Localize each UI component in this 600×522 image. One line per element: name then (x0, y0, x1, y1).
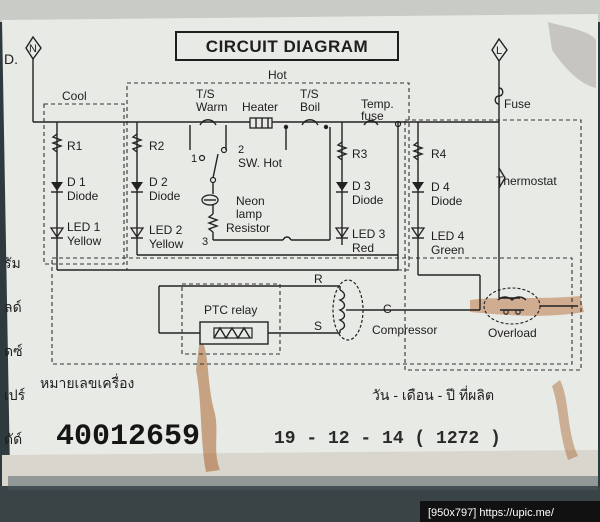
ts-warm-line1: T/S (196, 87, 215, 101)
rust-patch (470, 296, 584, 316)
edge-fragment: ลด์ (4, 299, 22, 315)
compressor-pin-c: C (383, 302, 392, 316)
green-diode-id: D 4 (431, 180, 450, 194)
terminal-n: N (25, 35, 42, 61)
switch-pin-1: 1 (191, 153, 197, 165)
compressor-label: Compressor (372, 323, 437, 337)
compressor-pin-r: R (314, 272, 323, 286)
hot-red-diode-text: Diode (352, 193, 384, 207)
hot-red-led-color: Red (352, 241, 374, 255)
ts-warm-line2: Warm (196, 100, 228, 114)
cool-group-label: Cool (62, 89, 87, 103)
temp-fuse-line2: fuse (361, 109, 384, 123)
wear-mark (548, 22, 596, 88)
hot-red-diode-id: D 3 (352, 179, 371, 193)
watermark: [950x797] https://upic.me/ (428, 507, 555, 519)
green-diode-text: Diode (431, 194, 463, 208)
serial-number: 40012659 (56, 420, 200, 454)
edge-fragment: เปร์ (4, 387, 26, 403)
hot-group-label: Hot (268, 68, 287, 82)
overload-label: Overload (488, 326, 537, 340)
cool-led-color: Yellow (67, 234, 102, 248)
compressor-pin-s: S (314, 319, 322, 333)
hot-yellow-led-color: Yellow (149, 237, 184, 251)
led-symbol (49, 227, 65, 239)
green-led-color: Green (431, 243, 464, 257)
compressor-winding (338, 289, 346, 331)
switch-lever (212, 153, 219, 179)
cool-group-frame (43, 103, 125, 265)
manufacture-date: 19 - 12 - 14 ( 1272 ) (274, 429, 501, 449)
terminal-n-label: N (29, 43, 37, 55)
hot-yellow-diode-text: Diode (149, 189, 181, 203)
cool-resistor-label: R1 (67, 139, 83, 153)
hot-yellow-branch: R2 D 2 Diode LED 2 Yellow (129, 133, 184, 251)
terminal-l-label: L (496, 45, 502, 57)
compressor: R S C Compressor (314, 272, 437, 341)
green-branch: R4 D 4 Diode LED 4 Green (410, 141, 465, 257)
ts-boil-symbol (301, 119, 319, 126)
hot-red-led-id: LED 3 (352, 227, 386, 241)
hot-yellow-resistor-label: R2 (149, 139, 165, 153)
ts-boil-line2: Boil (300, 100, 320, 114)
thermostat-label: Thermostat (496, 174, 557, 188)
compressor-group-frame (51, 257, 573, 365)
cool-diode-id: D 1 (67, 175, 86, 189)
hot-red-branch: R3 D 3 Diode LED 3 Red (334, 141, 386, 255)
temp-fuse-line1: Temp. (361, 97, 394, 111)
edge-fragment: ดซ์ (4, 343, 23, 359)
switch-pin-2: 2 (238, 144, 244, 156)
serial-caption: หมายเลขเครื่อง (40, 374, 134, 391)
overload: Overload (483, 287, 578, 340)
bottom-edge (8, 476, 598, 490)
cool-led-id: LED 1 (67, 220, 101, 234)
green-led-id: LED 4 (431, 229, 465, 243)
green-resistor-label: R4 (431, 147, 447, 161)
neon-line1: Neon (236, 194, 265, 208)
ts-boil-line1: T/S (300, 87, 319, 101)
resistor-symbol (51, 133, 63, 153)
hot-red-resistor-label: R3 (352, 147, 368, 161)
resistor-label: Resistor (226, 221, 270, 235)
cool-diode-text: Diode (67, 189, 99, 203)
watermark-bar (420, 501, 600, 522)
fuse: Fuse (494, 87, 531, 111)
hot-yellow-diode-id: D 2 (149, 175, 168, 189)
heater-label: Heater (242, 100, 278, 114)
date-caption: วัน - เดือน - ปี ที่ผลิต (372, 386, 494, 403)
edge-fragment: D. (4, 51, 18, 67)
hot-yellow-led-id: LED 2 (149, 223, 183, 237)
sticker (2, 14, 598, 472)
diagram-title: CIRCUIT DIAGRAM (206, 37, 368, 56)
edge-fragment: รัม (4, 255, 21, 271)
neon-line2: lamp (236, 207, 262, 221)
temp-fuse: Temp. fuse (361, 97, 402, 128)
diode-symbol (51, 182, 63, 191)
rust-edge (552, 380, 578, 460)
cool-branch: R1 D 1 Diode LED 1 Yellow (49, 133, 102, 248)
ptc-relay-label: PTC relay (204, 303, 257, 317)
title-box (175, 31, 399, 61)
ptc-relay: PTC relay (181, 283, 281, 355)
edge-fragment: ดัด์ (4, 431, 22, 447)
ts-warm-symbol (199, 119, 217, 126)
right-group-frame (404, 119, 582, 371)
neon-resistor-symbol (207, 213, 219, 233)
heater-symbol (249, 117, 273, 129)
switch-hot-label: SW. Hot (238, 156, 283, 170)
hot-switch-assembly: T/S Warm Heater T/S Boil 1 2 SW. Hot Neo… (189, 87, 331, 248)
terminal-l: L (491, 37, 508, 63)
thermostat: Thermostat (496, 167, 557, 189)
fuse-label: Fuse (504, 97, 531, 111)
rust-streak (196, 338, 220, 472)
switch-pin-3: 3 (202, 236, 208, 248)
